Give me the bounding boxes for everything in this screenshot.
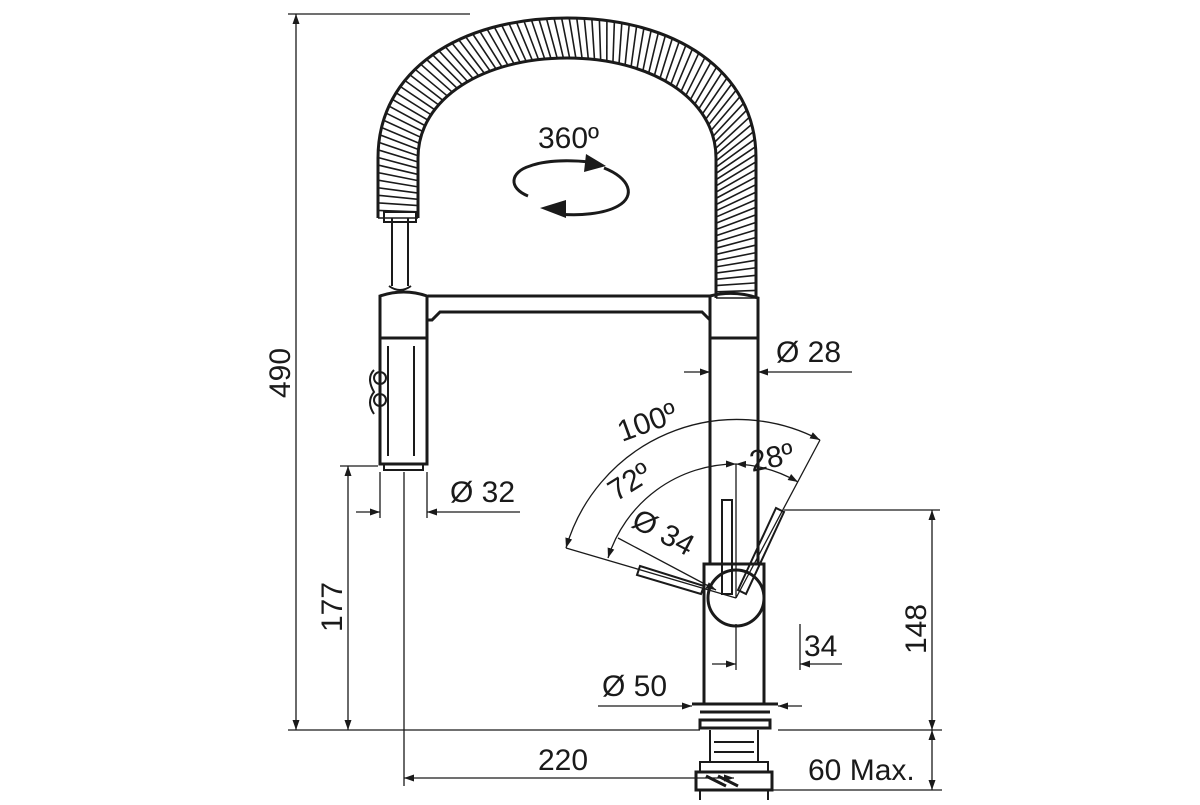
rotation-arrow-back xyxy=(584,154,606,172)
coil-ring xyxy=(716,230,756,242)
dim-lever-diameter: Ø 34 xyxy=(618,503,716,590)
coil-ring xyxy=(709,90,737,125)
coil-ring xyxy=(379,142,418,155)
rotation-arc-front xyxy=(560,168,628,215)
coil-ring xyxy=(716,162,756,186)
dim-reach-label: 220 xyxy=(538,744,588,777)
coil-ring xyxy=(619,23,622,64)
dim-sprayhead-diameter: Ø 32 xyxy=(356,472,520,518)
coil-ring xyxy=(676,49,692,88)
coil-ring xyxy=(378,195,418,199)
coil-ring xyxy=(378,188,418,193)
dim-lever-height-label: 148 xyxy=(900,604,933,654)
sprayhead-holder xyxy=(380,292,427,338)
coil-ring xyxy=(524,21,539,60)
spout-holder xyxy=(710,293,758,338)
coil-ring xyxy=(584,18,588,58)
rotation-arrow-front xyxy=(540,200,566,218)
coil-ring xyxy=(716,268,756,273)
coil-ring xyxy=(599,20,600,61)
coil-ring xyxy=(637,28,644,69)
coil-ring xyxy=(716,154,756,179)
mounting-nut xyxy=(696,772,772,790)
coil-ring xyxy=(577,18,582,58)
spring-hose xyxy=(378,18,756,298)
dim-base-diameter-label: Ø 50 xyxy=(602,670,667,703)
coil-ring xyxy=(378,180,418,187)
angle-28-label: 28º xyxy=(747,437,797,479)
coil-ring xyxy=(714,110,746,142)
dim-reach: 220 xyxy=(404,472,734,786)
coil-ring xyxy=(380,135,418,150)
hose-neck xyxy=(392,218,408,286)
coil-ring xyxy=(631,26,637,67)
coil-ring xyxy=(378,150,418,162)
coil-ring xyxy=(384,120,421,137)
dim-lever-offset: 34 xyxy=(712,624,842,670)
horizontal-arm xyxy=(428,296,710,320)
coil-ring xyxy=(711,97,740,131)
coil-ring xyxy=(716,275,756,279)
coil-ring xyxy=(378,203,418,206)
coil-ring xyxy=(716,283,756,286)
coil-ring xyxy=(713,103,744,136)
dim-spout-height: 177 xyxy=(316,466,378,730)
sprayhead-grip xyxy=(388,346,414,456)
dim-spout-diameter-label: Ø 28 xyxy=(776,336,841,369)
coil-ring xyxy=(665,42,679,82)
hose-neck-joint xyxy=(389,286,411,290)
coil-ring xyxy=(716,290,756,291)
rotation-symbol: 360º xyxy=(514,122,628,218)
dim-deck-thickness-label: 60 Max. xyxy=(808,754,915,787)
coil-ring xyxy=(716,260,756,267)
coil-ring xyxy=(625,24,629,65)
rotation-arc-back xyxy=(514,161,590,196)
dim-total-height-label: 490 xyxy=(264,348,297,398)
coil-ring xyxy=(660,38,672,78)
faucet-base xyxy=(692,704,778,728)
coil-ring xyxy=(716,215,756,230)
angle-100-label: 100º xyxy=(613,397,682,449)
dim-sprayhead-diameter-label: Ø 32 xyxy=(450,476,515,509)
dim-base-diameter: Ø 50 xyxy=(598,670,802,706)
dim-angles: 100º 72º 28º xyxy=(566,397,820,598)
dim-lever-offset-label: 34 xyxy=(804,630,837,663)
coil-ring xyxy=(382,128,420,144)
coil-ring xyxy=(671,45,686,84)
faucet-lower-body xyxy=(704,564,764,704)
coil-ring xyxy=(715,117,749,148)
angle-72-label: 72º xyxy=(602,456,657,507)
coil-ring xyxy=(516,22,532,60)
lever-left xyxy=(637,566,704,594)
mounting-shank xyxy=(700,730,768,772)
coil-ring xyxy=(613,22,614,63)
coil-ring xyxy=(569,18,576,58)
dim-lever-diameter-label: Ø 34 xyxy=(627,503,700,563)
coil-ring xyxy=(539,19,551,58)
lever-center xyxy=(722,500,732,594)
coil-ring xyxy=(592,19,595,60)
dim-spout-height-label: 177 xyxy=(316,582,349,632)
coil-ring xyxy=(716,222,756,235)
dim-lever-height: 148 xyxy=(784,510,940,730)
rotation-label: 360º xyxy=(538,122,599,155)
coil-ring xyxy=(716,124,752,154)
coil-ring xyxy=(531,20,544,59)
dim-deck-thickness: 60 Max. xyxy=(772,730,942,790)
spray-button xyxy=(370,370,386,414)
hose-collar xyxy=(384,212,416,222)
